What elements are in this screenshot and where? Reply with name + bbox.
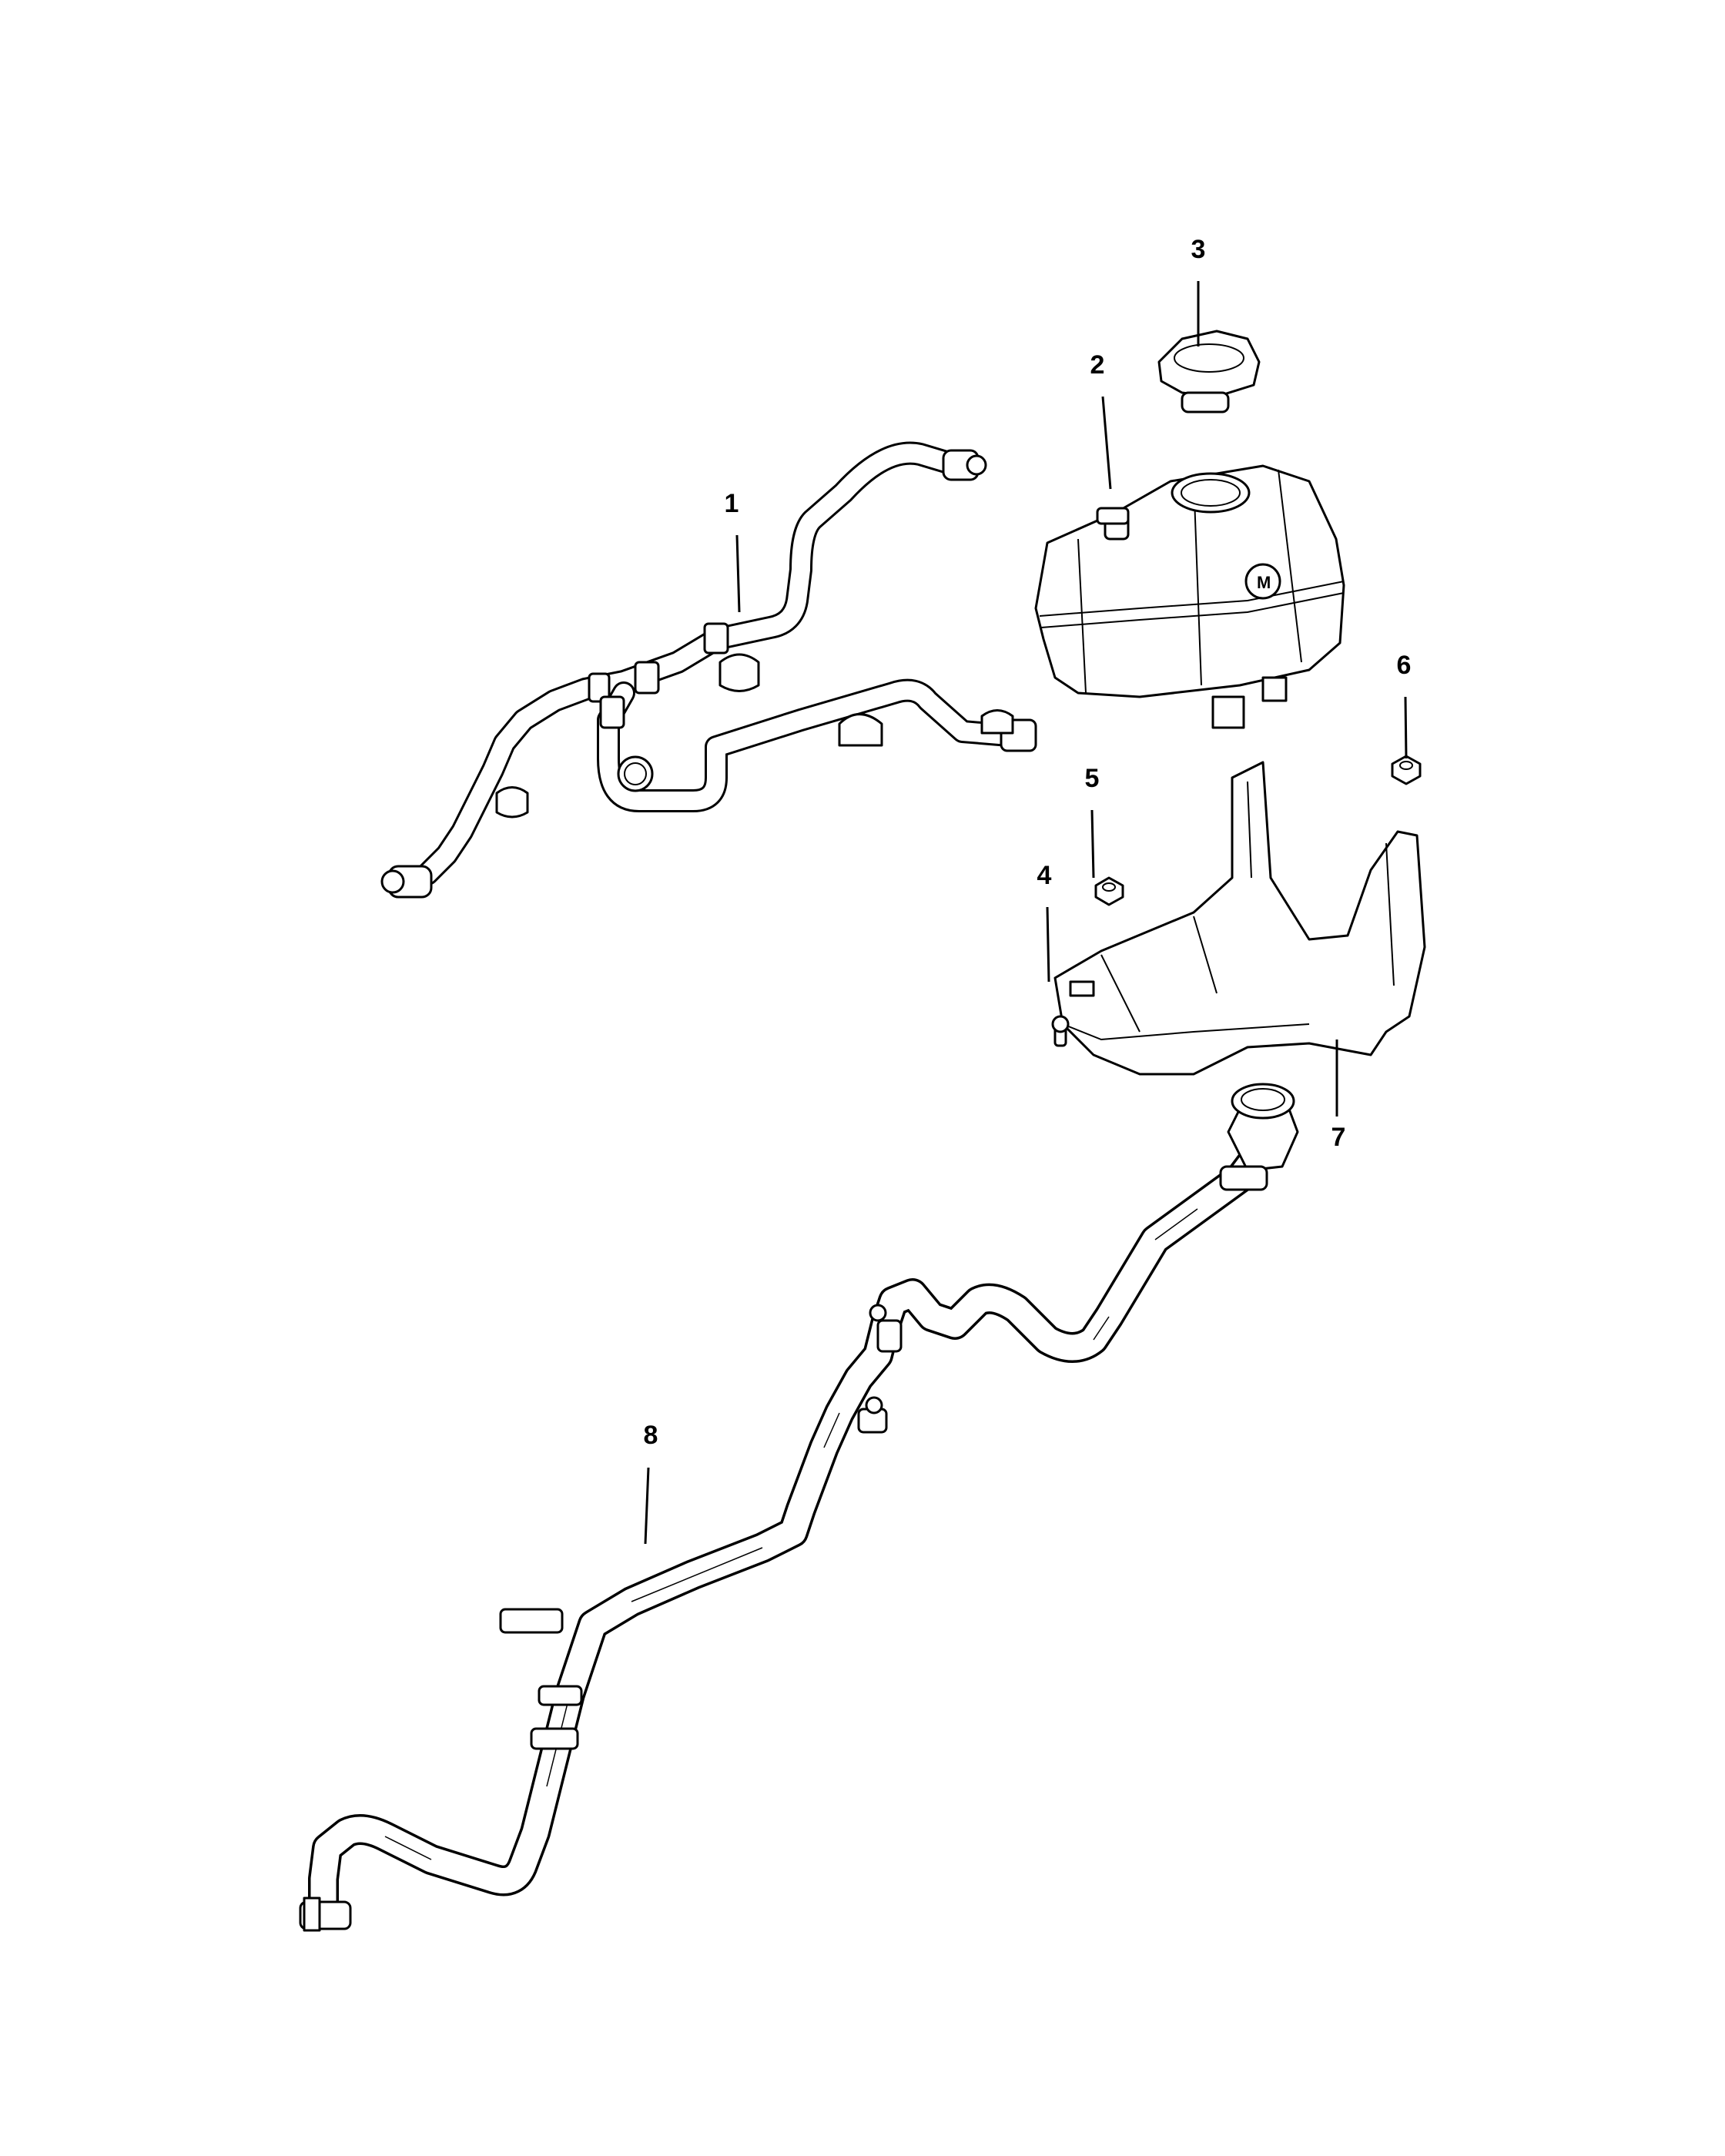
part-6-nut bbox=[1391, 755, 1422, 785]
leader-1 bbox=[735, 534, 741, 613]
callout-2: 2 bbox=[1090, 350, 1105, 380]
callout-6: 6 bbox=[1397, 651, 1412, 680]
svg-text:M: M bbox=[1257, 573, 1271, 592]
callout-labels: 1 2 3 4 5 6 7 8 bbox=[644, 235, 1412, 1450]
callout-7: 7 bbox=[1331, 1123, 1346, 1152]
part-8-lower-hose bbox=[299, 1083, 1299, 1932]
callout-4: 4 bbox=[1037, 861, 1052, 890]
leader-2 bbox=[1101, 396, 1112, 490]
part-3-reservoir-cap bbox=[1157, 330, 1261, 413]
callout-8: 8 bbox=[644, 1421, 658, 1450]
leader-5 bbox=[1090, 809, 1095, 879]
callout-3: 3 bbox=[1191, 235, 1206, 264]
part-2-coolant-reservoir: M bbox=[1034, 464, 1345, 729]
leader-lines bbox=[644, 281, 1408, 1545]
callout-1: 1 bbox=[725, 489, 739, 518]
part-7-bolt bbox=[1051, 1015, 1070, 1047]
callout-5: 5 bbox=[1085, 764, 1100, 793]
leader-6 bbox=[1404, 696, 1408, 759]
part-1-hose-assembly bbox=[380, 441, 1037, 899]
part-5-nut bbox=[1094, 876, 1124, 906]
leader-4 bbox=[1046, 906, 1050, 983]
part-4-reservoir-bracket bbox=[1053, 761, 1426, 1076]
leader-8 bbox=[644, 1467, 650, 1545]
